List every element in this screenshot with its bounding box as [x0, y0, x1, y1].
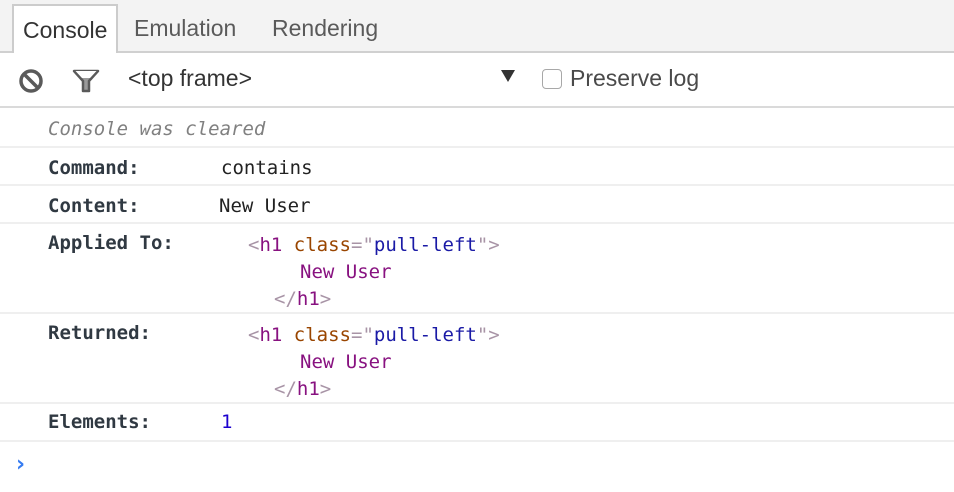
- elements-label: Elements:: [48, 411, 151, 433]
- console-output: Console was cleared Command: contains Co…: [0, 108, 954, 442]
- text-node: New User: [300, 351, 392, 373]
- tab-console[interactable]: Console: [12, 4, 119, 55]
- open-tag: <h1 class="pull-left">: [248, 234, 500, 256]
- preserve-log-toggle[interactable]: Preserve log: [542, 65, 699, 92]
- close-tag: </h1>: [274, 378, 332, 400]
- dropdown-triangle-icon[interactable]: [500, 69, 516, 88]
- open-tag: <h1 class="pull-left">: [248, 324, 500, 346]
- console-prompt-icon[interactable]: ›: [16, 452, 26, 477]
- console-row-command: Command: contains: [0, 148, 954, 186]
- elements-count: 1: [221, 411, 233, 433]
- text-node: New User: [300, 261, 392, 283]
- console-cleared-message: Console was cleared: [0, 108, 954, 148]
- console-row-applied-to: Applied To: <h1 class="pull-left"> New U…: [0, 224, 954, 314]
- tab-emulation[interactable]: Emulation: [134, 15, 237, 41]
- command-value: contains: [221, 157, 313, 179]
- panel-tabbar: Console Emulation Rendering: [0, 0, 954, 55]
- console-row-elements: Elements: 1: [0, 404, 954, 442]
- preserve-log-checkbox[interactable]: [542, 68, 562, 89]
- close-tag: </h1>: [274, 288, 332, 310]
- applied-to-label: Applied To:: [48, 232, 174, 254]
- applied-to-node[interactable]: <h1 class="pull-left"> New User </h1>: [248, 232, 500, 313]
- clear-console-icon[interactable]: [18, 68, 44, 99]
- content-label: Content:: [48, 195, 140, 217]
- frame-selector[interactable]: <top frame>: [128, 65, 253, 91]
- console-row-returned: Returned: <h1 class="pull-left"> New Use…: [0, 314, 954, 404]
- content-value: New User: [219, 195, 311, 217]
- preserve-log-label: Preserve log: [570, 65, 700, 91]
- filter-icon[interactable]: [72, 68, 100, 99]
- returned-label: Returned:: [48, 322, 151, 344]
- returned-node[interactable]: <h1 class="pull-left"> New User </h1>: [248, 322, 500, 403]
- console-row-content: Content: New User: [0, 186, 954, 224]
- tab-rendering[interactable]: Rendering: [272, 15, 379, 41]
- console-toolbar: <top frame> Preserve log: [0, 53, 954, 108]
- command-label: Command:: [48, 157, 140, 179]
